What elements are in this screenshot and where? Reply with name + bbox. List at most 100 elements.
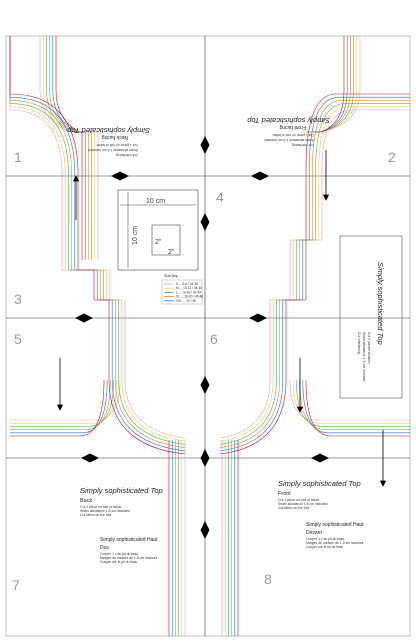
size-legend-heading: Size key	[164, 274, 178, 278]
back-piece-name: Back	[80, 498, 92, 504]
back-translated-piece: Dos	[100, 545, 109, 551]
size-outline	[302, 96, 410, 300]
size-outline	[305, 379, 410, 437]
page-number-2: 2	[388, 149, 396, 165]
size-outline	[219, 299, 303, 452]
matching-diamond	[249, 313, 267, 323]
size-outline	[296, 103, 410, 300]
size-outline	[97, 299, 186, 452]
matching-diamond	[200, 376, 210, 394]
grainline-arrows	[56, 150, 387, 487]
grainline-arrowhead	[72, 175, 80, 182]
page-number-7: 7	[12, 577, 20, 593]
legend-row: M ... 10-12 / 38-40	[176, 286, 202, 290]
size-outline	[219, 299, 306, 455]
scale-label-horizontal: 10 cm	[146, 198, 165, 205]
size-outline	[302, 379, 410, 434]
front-translated-title: Simply sophisticated Haut	[306, 522, 364, 528]
legend-row: L ... 14-16 / 42-44	[176, 290, 201, 294]
size-outline	[10, 379, 118, 424]
front-piece-label: Simply sophisticated Top Front Cut 1 pie…	[278, 479, 364, 549]
size-outline	[10, 379, 111, 430]
size-outline	[9, 36, 95, 300]
matching-diamond	[251, 171, 269, 181]
size-outline	[219, 299, 294, 442]
neck-facing-title: Simply sophisticated Top	[67, 126, 150, 135]
front-translated-piece: Devant	[306, 530, 322, 536]
front-facing-label: Simply sophisticated Top Front facing Cu…	[247, 116, 330, 147]
back-translated-line-3: Couper sur le pli du tissu	[100, 560, 137, 564]
page-number-6: 6	[210, 331, 218, 347]
front-line-1: Cut 1 piece on fold of fabric	[278, 498, 320, 502]
size-outline	[289, 379, 410, 421]
grainline-arrowhead	[379, 480, 387, 487]
size-outline	[9, 36, 101, 300]
back-translated-title: Simply sophisticated Haut	[100, 537, 158, 543]
back-line-2: Seam allowance 1.5 cm included	[80, 509, 130, 513]
page-number-1: 1	[14, 149, 22, 165]
matching-diamond	[200, 449, 210, 467]
size-outline	[9, 36, 104, 300]
matching-diamond	[200, 213, 210, 231]
front-facing-line-1: Cut 1 piece on fold of fabric	[272, 133, 314, 137]
front-translated-line-3: Couper sur le pli du tissu	[306, 545, 343, 549]
matching-diamond	[111, 171, 129, 181]
size-outline	[10, 379, 108, 434]
front-title: Simply sophisticated Top	[278, 479, 361, 488]
scale-label-vertical: 10 cm	[132, 226, 139, 245]
side-piece-label: Simply sophisticated Top Cut 2 pieces of…	[339, 235, 403, 399]
neck-facing-line-3: Cut interfacing	[116, 153, 138, 157]
grainline-arrowhead	[322, 194, 330, 201]
size-outline	[292, 379, 410, 424]
back-title: Simply sophisticated Top	[80, 486, 163, 495]
legend-row: XXL ... 22 / 50	[176, 299, 196, 303]
page-frame	[5, 35, 411, 637]
matching-diamond	[81, 453, 99, 463]
page-number-3: 3	[14, 291, 22, 307]
front-facing-title: Simply sophisticated Top	[247, 116, 330, 125]
size-outline	[9, 36, 108, 300]
matching-diamonds	[75, 136, 329, 539]
size-outline	[103, 299, 186, 445]
neck-facing-line-1: Cut 1 piece on fold of fabric	[96, 143, 138, 147]
neck-facing-label: Simply sophisticated Top Neck facing Cut…	[67, 126, 150, 157]
front-facing-line-3: Cut interfacing	[292, 143, 314, 147]
grainline-arrowhead	[56, 404, 64, 411]
size-outline	[219, 299, 290, 439]
scale-square-inner	[151, 224, 181, 256]
size-outline	[39, 36, 99, 260]
scale-square-outer	[117, 189, 199, 271]
size-outline	[9, 36, 98, 300]
front-translated-line-2: Marges de couture de 1,5 cm incluses	[306, 541, 364, 545]
size-outline	[110, 299, 186, 439]
size-outline	[106, 299, 186, 442]
size-outline	[299, 100, 410, 300]
pattern-outlines	[9, 36, 410, 636]
front-piece-name: Front	[278, 491, 291, 497]
legend-row: S ... 6-8 / 34-36	[176, 282, 198, 286]
neck-facing-line-2: Seam allowance 1.5 cm included	[88, 148, 138, 152]
size-legend-box	[161, 279, 203, 305]
size-outline	[289, 109, 410, 300]
size-outline	[316, 36, 345, 133]
side-piece-line-2: Seam allowance 1.5 cm included	[362, 332, 366, 382]
size-outline	[9, 36, 111, 300]
matching-diamond	[200, 136, 210, 154]
front-line-3: Cut fabric on the fold	[278, 506, 309, 510]
size-outline	[55, 36, 83, 260]
side-piece-title: Simply sophisticated Top	[376, 262, 385, 345]
front-facing-piece: Front facing	[279, 124, 306, 130]
size-outline	[10, 379, 114, 427]
size-outline	[219, 299, 300, 448]
side-piece-line-1: Cut 2 pieces of fabric	[367, 332, 371, 364]
page-number-4: 4	[216, 189, 224, 205]
size-outline	[219, 299, 297, 445]
scale-label-inner-h: 2"	[168, 249, 175, 256]
matching-diamond	[200, 521, 210, 539]
front-translated-line-1: Couper 1 x au pli du tissu	[306, 537, 344, 541]
matching-diamond	[311, 453, 329, 463]
size-outline	[299, 379, 410, 430]
front-line-2: Seam allowance 1.5 cm included	[278, 502, 328, 506]
neck-facing-piece: Neck facing	[102, 134, 128, 140]
